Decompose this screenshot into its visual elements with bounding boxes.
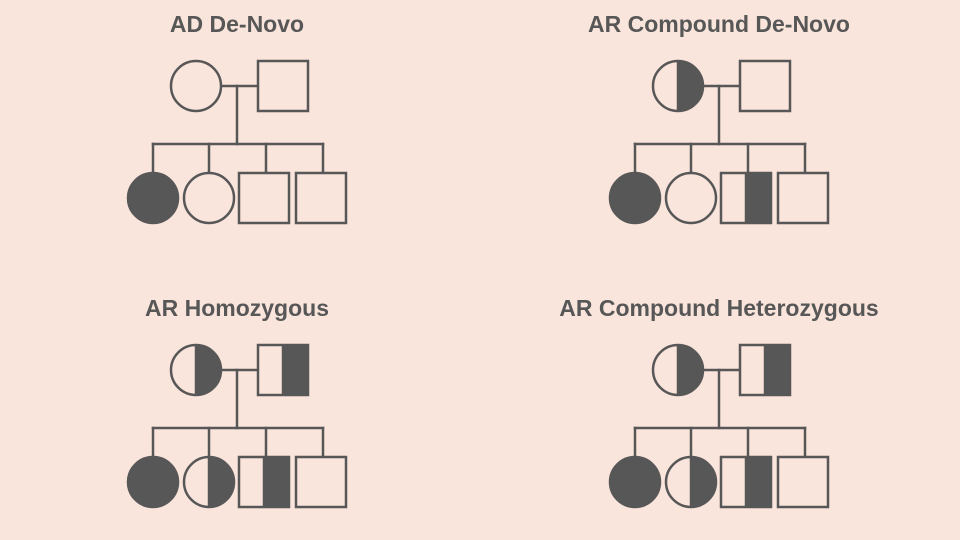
female-symbol-shape — [666, 173, 716, 223]
carrier-half-fill — [678, 61, 703, 111]
female-carrier-symbol — [664, 455, 718, 509]
pedigree-tree — [608, 59, 830, 225]
male-symbol-outline — [256, 343, 310, 397]
carrier-half-fill — [283, 345, 308, 395]
female-unaffected-symbol — [169, 59, 223, 113]
female-symbol-shape — [184, 173, 234, 223]
female-symbol-shape — [610, 457, 660, 507]
male-symbol-outline — [776, 171, 830, 225]
panel-ad-de-novo: AD De-Novo — [126, 11, 348, 225]
female-symbol-shape — [128, 457, 178, 507]
female-symbol-outline — [651, 343, 705, 397]
male-symbol-outline — [237, 171, 291, 225]
panel-ar-compound-heterozygous: AR Compound Heterozygous — [559, 295, 879, 509]
male-symbol-shape — [740, 61, 790, 111]
female-unaffected-symbol — [664, 171, 718, 225]
female-affected-symbol — [608, 171, 662, 225]
female-carrier-symbol — [651, 343, 705, 397]
female-symbol-outline — [126, 455, 180, 509]
panel-title: AD De-Novo — [170, 11, 304, 37]
female-symbol-outline — [126, 171, 180, 225]
female-affected-symbol — [126, 455, 180, 509]
carrier-half-fill — [678, 345, 703, 395]
male-unaffected-symbol — [237, 171, 291, 225]
carrier-half-fill — [264, 457, 289, 507]
male-symbol-outline — [294, 455, 348, 509]
female-symbol-outline — [169, 343, 223, 397]
female-affected-symbol — [126, 171, 180, 225]
carrier-half-fill — [196, 345, 221, 395]
male-symbol-outline — [738, 343, 792, 397]
male-unaffected-symbol — [776, 455, 830, 509]
female-symbol-shape — [610, 173, 660, 223]
male-symbol-outline — [294, 171, 348, 225]
female-symbol-outline — [182, 455, 236, 509]
female-carrier-symbol — [651, 59, 705, 113]
female-symbol-outline — [664, 171, 718, 225]
male-unaffected-symbol — [256, 59, 310, 113]
female-symbol-outline — [182, 171, 236, 225]
pedigree-tree — [126, 343, 348, 509]
female-carrier-symbol — [182, 455, 236, 509]
female-symbol-outline — [608, 171, 662, 225]
carrier-half-fill — [746, 173, 771, 223]
male-symbol-shape — [778, 457, 828, 507]
male-symbol-outline — [719, 171, 773, 225]
female-affected-symbol — [608, 455, 662, 509]
male-unaffected-symbol — [294, 455, 348, 509]
male-symbol-shape — [239, 173, 289, 223]
male-symbol-shape — [296, 173, 346, 223]
pedigree-tree — [608, 343, 830, 509]
male-symbol-outline — [237, 455, 291, 509]
male-carrier-symbol — [719, 171, 773, 225]
female-symbol-outline — [664, 455, 718, 509]
male-unaffected-symbol — [738, 59, 792, 113]
panel-ar-homozygous: AR Homozygous — [126, 295, 348, 509]
female-symbol-shape — [128, 173, 178, 223]
male-carrier-symbol — [719, 455, 773, 509]
male-symbol-outline — [738, 59, 792, 113]
carrier-half-fill — [691, 457, 716, 507]
panel-ar-compound-de-novo: AR Compound De-Novo — [588, 11, 850, 225]
male-symbol-shape — [296, 457, 346, 507]
female-unaffected-symbol — [182, 171, 236, 225]
male-symbol-outline — [719, 455, 773, 509]
male-symbol-shape — [778, 173, 828, 223]
male-unaffected-symbol — [294, 171, 348, 225]
female-symbol-outline — [169, 59, 223, 113]
male-carrier-symbol — [256, 343, 310, 397]
female-symbol-outline — [651, 59, 705, 113]
carrier-half-fill — [765, 345, 790, 395]
carrier-half-fill — [209, 457, 234, 507]
carrier-half-fill — [746, 457, 771, 507]
male-symbol-outline — [256, 59, 310, 113]
male-unaffected-symbol — [776, 171, 830, 225]
male-symbol-shape — [258, 61, 308, 111]
male-carrier-symbol — [237, 455, 291, 509]
pedigree-tree — [126, 59, 348, 225]
female-symbol-outline — [608, 455, 662, 509]
panel-title: AR Compound Heterozygous — [559, 295, 878, 321]
panel-title: AR Homozygous — [145, 295, 329, 321]
female-carrier-symbol — [169, 343, 223, 397]
female-symbol-shape — [171, 61, 221, 111]
male-symbol-outline — [776, 455, 830, 509]
male-carrier-symbol — [738, 343, 792, 397]
panel-title: AR Compound De-Novo — [588, 11, 850, 37]
